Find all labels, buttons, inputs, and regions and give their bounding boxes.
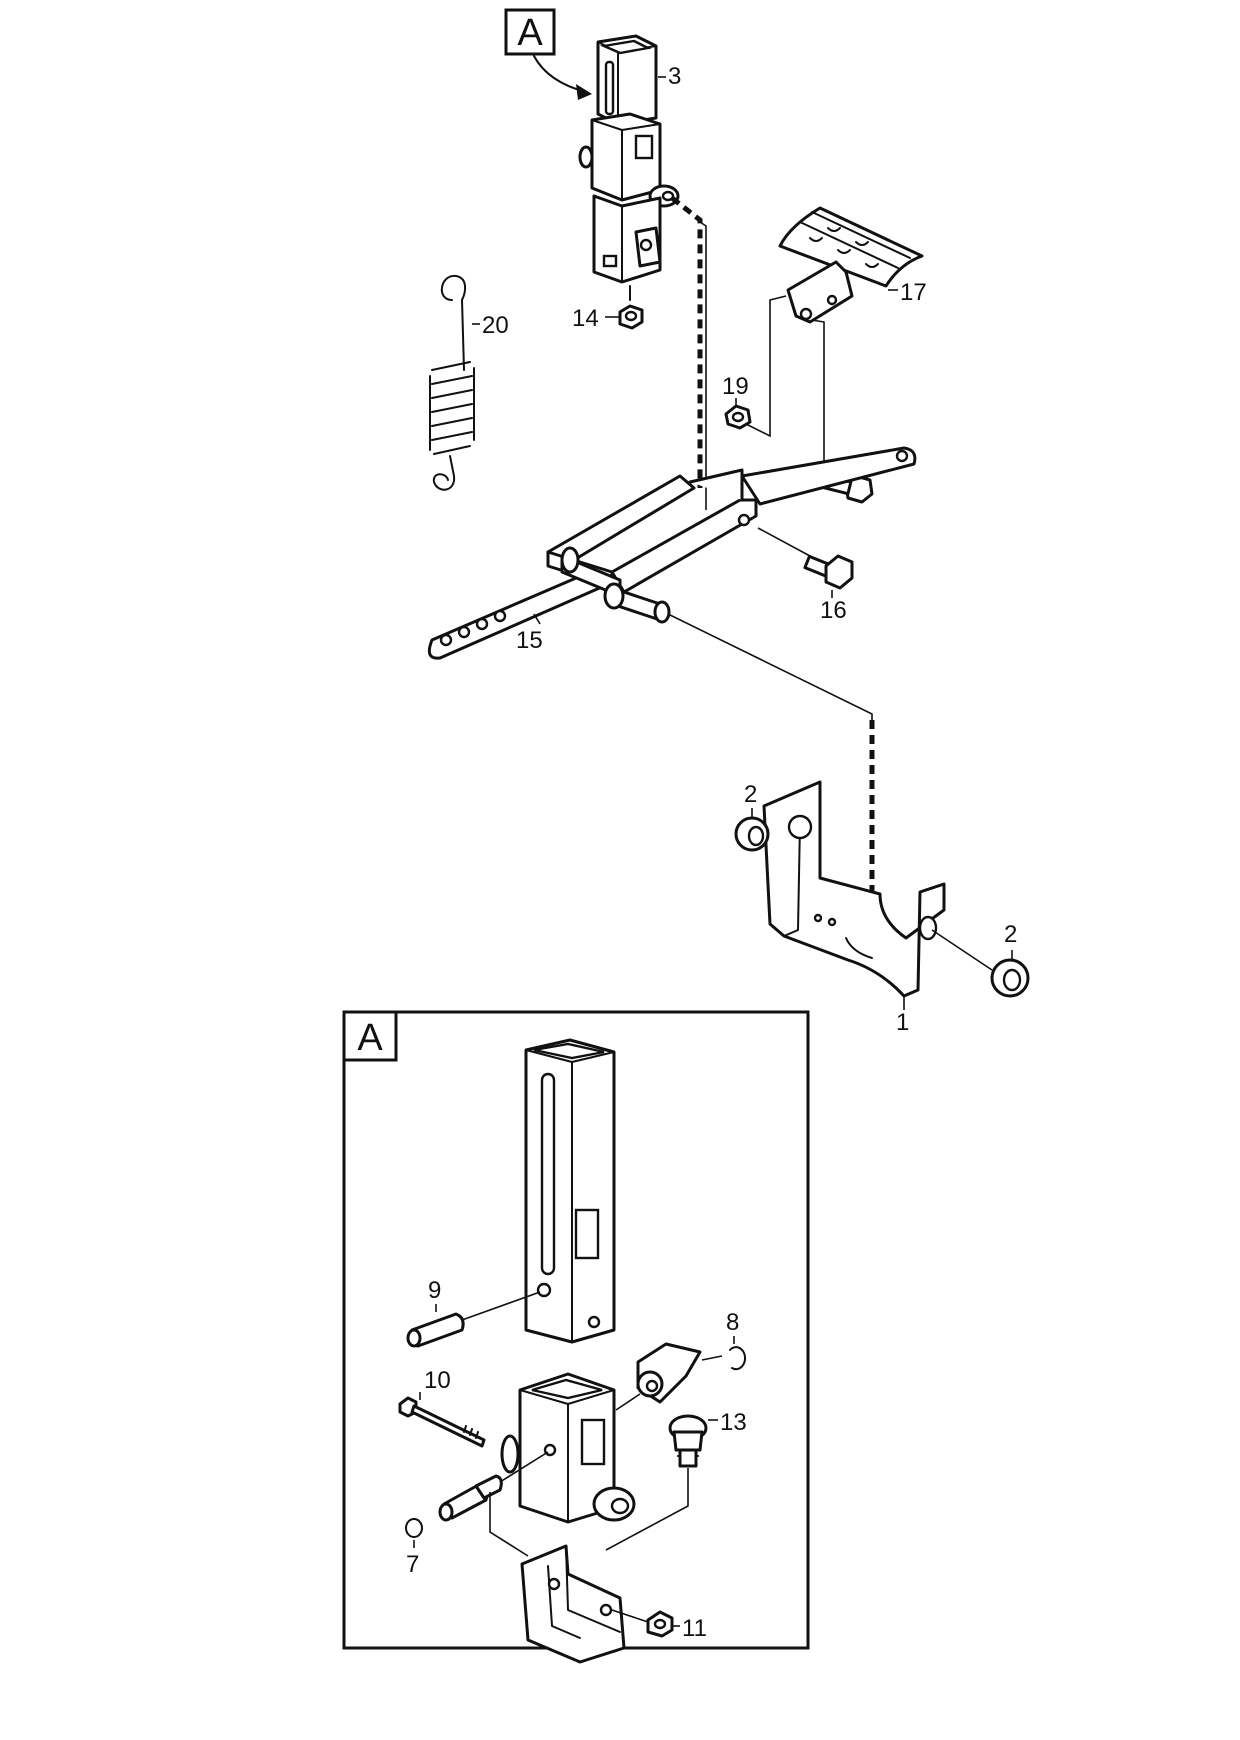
bushing-2-right <box>990 958 1030 998</box>
bolt-10 <box>398 1396 486 1448</box>
pin-9 <box>406 1312 465 1348</box>
callout-13: 13 <box>720 1409 747 1436</box>
callout-10: 10 <box>424 1367 451 1394</box>
callout-2-right: 2 <box>1004 921 1017 948</box>
callout-17: 17 <box>900 279 927 306</box>
callout-16: 16 <box>820 597 847 624</box>
callout-8: 8 <box>726 1309 739 1336</box>
detail-middle-sleeve <box>500 1372 636 1524</box>
callout-9: 9 <box>428 1277 441 1304</box>
callout-15: 15 <box>516 627 543 654</box>
bushing-2-left <box>734 816 770 852</box>
callout-20: 20 <box>482 312 509 339</box>
callout-19: 19 <box>722 373 749 400</box>
detail-upper-tube <box>524 1038 616 1344</box>
knob-13 <box>668 1414 708 1468</box>
callout-2-left: 2 <box>744 781 757 808</box>
latch-8 <box>636 1342 702 1404</box>
pedal-17 <box>778 206 924 324</box>
bracket-1 <box>762 780 946 998</box>
clip-8 <box>729 1346 746 1371</box>
nut-19 <box>724 404 752 430</box>
post-assembly <box>578 34 680 301</box>
callout-11: 11 <box>682 1615 707 1642</box>
detail-box-label: A <box>357 1017 383 1059</box>
bolt-16 <box>803 554 854 590</box>
callout-3: 3 <box>668 63 681 90</box>
ring-7 <box>405 1518 423 1538</box>
plunger-7 <box>438 1474 503 1522</box>
detail-marker-top: A <box>504 8 592 100</box>
callout-1: 1 <box>896 1009 909 1036</box>
callout-14: 14 <box>572 305 599 332</box>
detail-marker-label: A <box>517 12 543 54</box>
detail-lower-bracket <box>520 1544 626 1664</box>
nut-14 <box>618 304 644 330</box>
spring-20 <box>429 274 475 491</box>
nut-11 <box>646 1610 674 1638</box>
callout-7: 7 <box>406 1551 419 1578</box>
lever-15 <box>427 446 917 660</box>
